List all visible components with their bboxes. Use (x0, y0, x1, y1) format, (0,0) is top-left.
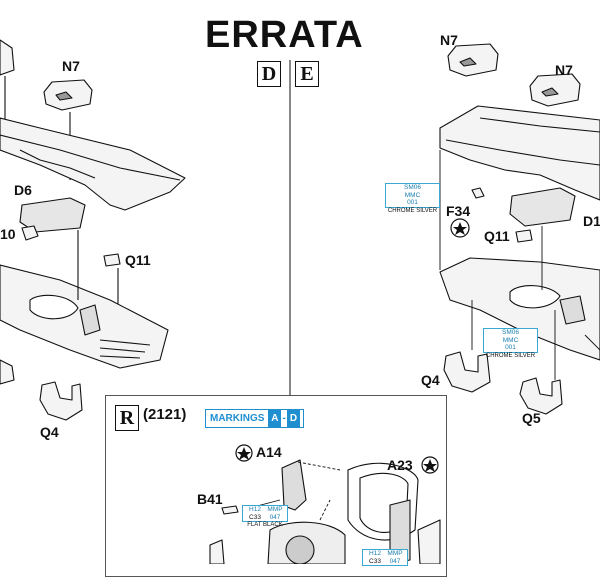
label-q4-right: Q4 (421, 372, 440, 388)
part-q4-left (39, 381, 83, 421)
part-q4-right (443, 351, 491, 393)
part-n7-right-b (529, 73, 581, 107)
paint-callout-1: SM06 MMC 001 CHROME SILVER (385, 183, 440, 215)
part-q5-right (519, 377, 563, 415)
paint-callout-r2: H12 MMP C33 047 (362, 549, 408, 566)
paint-callout-2: SM06 MMC 001 CHROME SILVER (483, 328, 538, 360)
label-q4-left: Q4 (40, 424, 59, 440)
label-10: 10 (0, 226, 16, 242)
label-b41: B41 (197, 491, 223, 507)
label-a23: A23 (387, 457, 413, 473)
part-a14 (281, 459, 307, 511)
label-d1: D1 (583, 213, 600, 229)
markings-to: D (286, 410, 301, 427)
label-q11-right: Q11 (484, 228, 510, 244)
label-n7-left: N7 (62, 58, 80, 74)
label-q5-right: Q5 (522, 410, 541, 426)
part-n7-right-a (447, 43, 499, 77)
label-n7-right-b: N7 (555, 62, 573, 78)
panel-divider (289, 60, 291, 395)
section-code: (2121) (143, 406, 187, 423)
errata-sheet: ERRATA D E N7 D6 10 Q11 Q4 N7 N7 F34 Q11… (0, 14, 600, 577)
markings-from: A (268, 410, 282, 427)
markings-badge: MARKINGS A-D (205, 409, 305, 428)
version-letter-e: E (295, 61, 319, 87)
label-a14: A14 (256, 444, 282, 460)
part-wing-left (0, 117, 186, 211)
label-d6: D6 (14, 182, 32, 198)
paint-callout-r1: H12 MMP C33 047 FLAT BLACK (242, 505, 288, 530)
version-letter-d: D (257, 61, 281, 87)
label-f34: F34 (446, 203, 471, 219)
label-n7-right-a: N7 (440, 32, 458, 48)
part-floor-right (439, 257, 600, 361)
part-d1 (509, 187, 576, 227)
markings-sep: - (282, 413, 286, 424)
page-title: ERRATA (205, 14, 364, 56)
part-d6 (19, 197, 86, 233)
section-letter-r: R (115, 405, 139, 431)
assembly-drawings (0, 39, 600, 564)
label-q11-left: Q11 (125, 252, 151, 268)
markings-label: MARKINGS (210, 413, 265, 424)
